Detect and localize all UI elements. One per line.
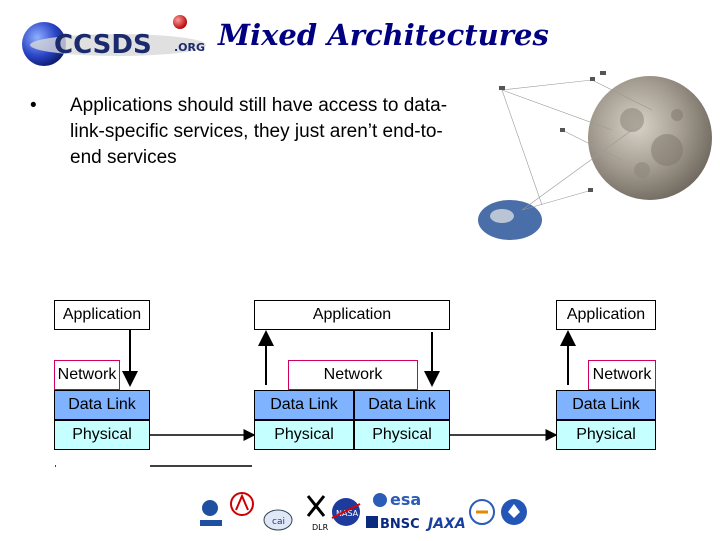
cnes-logo — [200, 500, 222, 526]
jaxa-logo: JAXA — [425, 516, 466, 532]
svg-text:cai: cai — [272, 517, 285, 527]
right-data-link-layer: Data Link — [556, 390, 656, 420]
inpe-logo — [469, 499, 495, 525]
logo-text: CCSDS — [54, 30, 152, 60]
middle-network-layer: Network — [288, 360, 418, 390]
left-application-layer: Application — [54, 300, 150, 330]
slide-title: Mixed Architectures — [218, 18, 549, 52]
asi-logo — [230, 492, 254, 516]
right-network-layer: Network — [588, 360, 656, 390]
bnsc-logo: BNSC — [366, 516, 420, 532]
moon-image — [478, 71, 712, 240]
bullet-dot: • — [30, 95, 37, 116]
svg-text:JAXA: JAXA — [425, 516, 466, 532]
agency-logos-row: cai DLR NASA esa BNSC JAXA — [196, 490, 536, 536]
nasa-logo: NASA — [331, 498, 361, 526]
csa-logo — [501, 499, 527, 525]
svg-text:BNSC: BNSC — [380, 517, 420, 532]
right-physical-layer: Physical — [556, 420, 656, 450]
right-application-layer: Application — [556, 300, 656, 330]
svg-text:DLR: DLR — [312, 523, 329, 532]
svg-text:esa: esa — [390, 490, 421, 509]
middle-data-link-layer-a: Data Link — [254, 390, 354, 420]
left-physical-layer: Physical — [54, 420, 150, 450]
logo-suffix: .ORG — [174, 41, 206, 54]
lunar-network-illustration — [472, 70, 718, 242]
svg-text:NASA: NASA — [336, 509, 359, 518]
middle-data-link-layer-b: Data Link — [354, 390, 450, 420]
cnsa-logo: cai — [263, 509, 293, 531]
agency-logos-graphic: cai DLR NASA esa BNSC JAXA — [200, 490, 527, 532]
esa-logo: esa — [373, 490, 421, 509]
middle-application-layer: Application — [254, 300, 450, 330]
bullet-text: Applications should still have access to… — [70, 95, 448, 168]
middle-physical-layer-a: Physical — [254, 420, 354, 450]
ccsds-logo-graphic — [22, 15, 206, 66]
ccsds-logo: CCSDS .ORG — [18, 14, 208, 70]
left-network-layer: Network — [54, 360, 120, 390]
left-data-link-layer: Data Link — [54, 390, 150, 420]
dlr-logo: DLR — [306, 495, 329, 532]
middle-physical-layer-b: Physical — [354, 420, 450, 450]
